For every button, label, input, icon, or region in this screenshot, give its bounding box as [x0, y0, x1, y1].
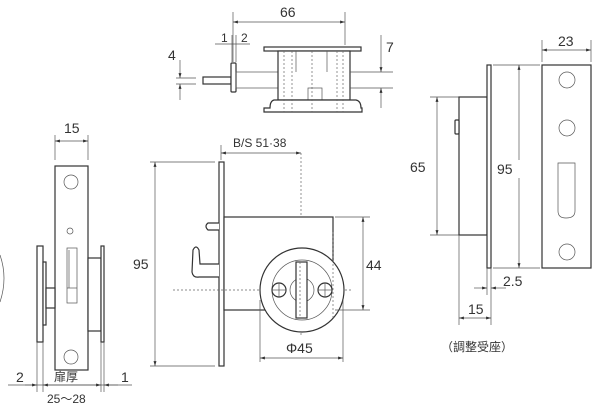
strike-view: 65 95 23 2.5 15 （調整受座） [410, 33, 592, 354]
dim-2-label: 2 [241, 31, 248, 45]
dim-4-label: 4 [168, 47, 176, 63]
dim-diameter-label: Φ45 [286, 340, 313, 356]
top-view: 66 1 2 4 7 [168, 4, 394, 113]
door-thickness-range: 25～28 [47, 392, 86, 406]
dim-65-label: 65 [410, 159, 426, 175]
strike-caption: （調整受座） [441, 339, 513, 354]
partial-arc [0, 254, 5, 303]
dim-15-strike-label: 15 [468, 301, 484, 317]
dim-95-label: 95 [133, 256, 149, 272]
dim-1-label: 1 [221, 31, 228, 45]
dim-95-strike-label: 95 [497, 161, 513, 177]
front-view: B/S 51·38 95 44 Φ45 [130, 136, 387, 367]
side-view: 15 2 1 扉厚 25～28 [8, 120, 132, 406]
dim-66-label: 66 [280, 4, 296, 20]
dim-2-side-label: 2 [16, 369, 24, 385]
dim-44-label: 44 [366, 257, 382, 273]
dim-23-label: 23 [558, 33, 574, 49]
door-thickness-label: 扉厚 [54, 370, 78, 384]
dim-7-label: 7 [386, 39, 394, 55]
dim-2-5-label: 2.5 [503, 273, 523, 289]
dim-1-side-label: 1 [121, 369, 129, 385]
dim-15-label: 15 [64, 120, 80, 136]
dim-backset-label: B/S 51·38 [233, 136, 287, 150]
